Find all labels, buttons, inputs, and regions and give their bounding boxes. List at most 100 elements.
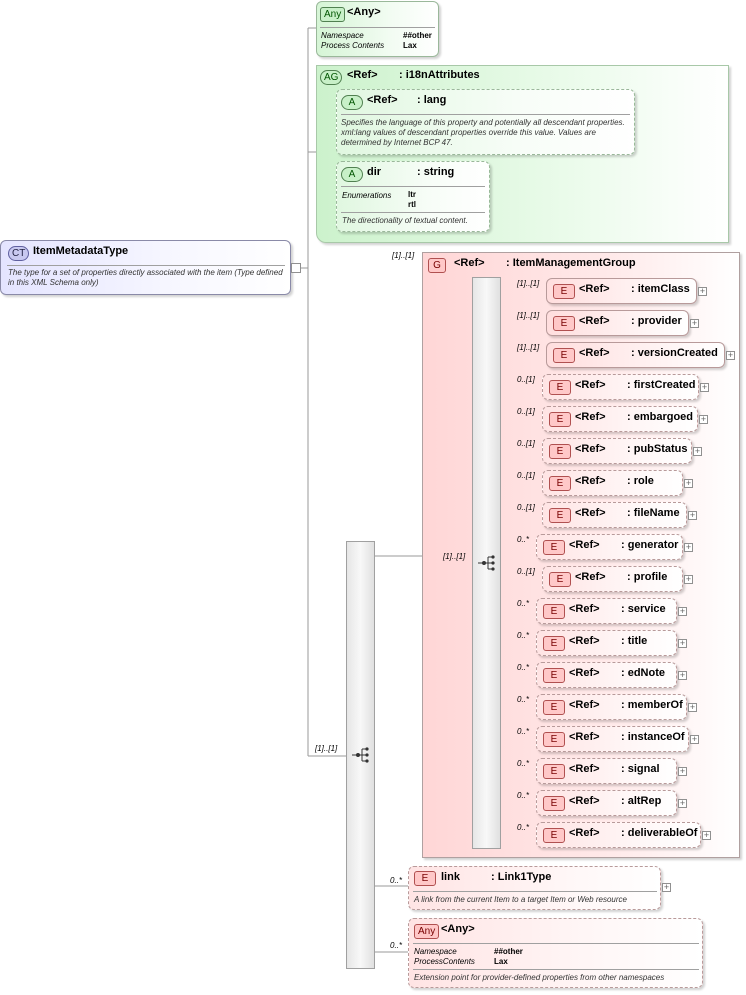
element-cardinality: 0..[1] [517, 375, 535, 384]
element-ref: <Ref> [575, 379, 606, 391]
element-badge: E [553, 316, 575, 331]
prop-label: Namespace [414, 947, 457, 956]
attribute-dir-description: The directionality of textual content. [342, 216, 468, 225]
element-file-name[interactable]: E <Ref> : fileName [542, 502, 687, 528]
complex-type-box[interactable]: CT ItemMetadataType The type for a set o… [0, 240, 291, 295]
prop-label: ProcessContents [414, 957, 475, 966]
element-badge: E [543, 700, 565, 715]
element-name: : pubStatus [627, 443, 688, 455]
any-element-box[interactable]: Any <Any> Namespace ##other Process Cont… [316, 1, 439, 57]
element-cardinality: 0..[1] [517, 503, 535, 512]
prop-value: ##other [494, 947, 523, 956]
expand-icon[interactable]: + [684, 542, 693, 552]
element-pub-status[interactable]: E <Ref> : pubStatus [542, 438, 692, 464]
expand-icon[interactable]: + [693, 446, 702, 456]
element-provider[interactable]: E <Ref> : provider [546, 310, 689, 336]
any-extension-box[interactable]: Any <Any> Namespace ##other ProcessConte… [408, 918, 703, 988]
element-badge: E [543, 764, 565, 779]
element-cardinality: 0..* [517, 695, 530, 704]
element-ed-note[interactable]: E <Ref> : edNote [536, 662, 677, 688]
expand-icon[interactable]: + [678, 670, 687, 680]
any-description: Extension point for provider-defined pro… [414, 973, 665, 982]
element-item-class[interactable]: E <Ref> : itemClass [546, 278, 697, 304]
element-service[interactable]: E <Ref> : service [536, 598, 677, 624]
element-cardinality: 0..* [517, 823, 530, 832]
element-cardinality: 0..[1] [517, 471, 535, 480]
element-cardinality: [1]..[1] [517, 311, 540, 320]
any-badge: Any [414, 924, 440, 939]
expand-icon[interactable]: + [684, 478, 693, 488]
element-name: : altRep [621, 795, 662, 807]
prop-value: Lax [494, 957, 508, 966]
element-badge: E [543, 828, 565, 843]
expand-icon[interactable]: + [678, 798, 687, 808]
expand-icon[interactable]: + [678, 638, 687, 648]
element-generator[interactable]: E <Ref> : generator [536, 534, 683, 560]
element-deliverable-of[interactable]: E <Ref> : deliverableOf [536, 822, 701, 848]
element-name: : versionCreated [631, 347, 718, 359]
element-name: : fileName [627, 507, 680, 519]
element-role[interactable]: E <Ref> : role [542, 470, 683, 496]
prop-value: ##other [403, 31, 432, 40]
element-title[interactable]: E <Ref> : title [536, 630, 677, 656]
attribute-lang-box[interactable]: A <Ref> : lang Specifies the language of… [336, 89, 635, 155]
separator [320, 27, 435, 28]
element-badge: E [553, 284, 575, 299]
element-profile[interactable]: E <Ref> : profile [542, 566, 683, 592]
element-ref: <Ref> [569, 603, 600, 615]
element-cardinality: 0..* [517, 631, 530, 640]
element-name: : provider [631, 315, 682, 327]
expand-icon[interactable]: + [702, 830, 711, 840]
expand-icon[interactable]: + [678, 606, 687, 616]
element-name: : signal [621, 763, 660, 775]
element-ref: <Ref> [575, 571, 606, 583]
element-name: : itemClass [631, 283, 690, 295]
expand-icon[interactable]: + [690, 734, 699, 744]
collapse-toggle-icon[interactable] [291, 263, 301, 273]
attribute-group-ref: <Ref> [347, 69, 378, 81]
sequence-icon [352, 747, 369, 763]
expand-icon[interactable]: + [699, 414, 708, 424]
element-badge: E [549, 444, 571, 459]
attribute-badge: A [341, 95, 363, 110]
link-type: : Link1Type [491, 871, 552, 883]
prop-label: Namespace [321, 31, 364, 40]
element-first-created[interactable]: E <Ref> : firstCreated [542, 374, 699, 400]
any-name: <Any> [441, 923, 475, 935]
element-badge: E [543, 604, 565, 619]
expand-icon[interactable]: + [698, 286, 707, 296]
element-cardinality: 0..* [517, 727, 530, 736]
element-badge: E [543, 732, 565, 747]
attribute-group-badge: AG [320, 70, 343, 85]
element-cardinality: [1]..[1] [517, 343, 540, 352]
element-embargoed[interactable]: E <Ref> : embargoed [542, 406, 698, 432]
element-cardinality: [1]..[1] [517, 279, 540, 288]
expand-icon[interactable]: + [684, 574, 693, 584]
sequence-icon [478, 555, 495, 571]
separator [341, 114, 630, 115]
expand-icon[interactable]: + [688, 510, 697, 520]
enum-value: ltr [408, 190, 416, 199]
any-badge: Any [320, 7, 346, 22]
attribute-dir-type: : string [417, 166, 455, 178]
element-instance-of[interactable]: E <Ref> : instanceOf [536, 726, 689, 752]
expand-icon[interactable]: + [726, 350, 735, 360]
expand-icon[interactable]: + [678, 766, 687, 776]
element-link[interactable]: E link : Link1Type A link from the curre… [408, 866, 661, 910]
expand-icon[interactable]: + [662, 882, 671, 892]
expand-icon[interactable]: + [700, 382, 709, 392]
expand-icon[interactable]: + [688, 702, 697, 712]
element-alt-rep[interactable]: E <Ref> : altRep [536, 790, 677, 816]
group-ref: <Ref> [454, 257, 485, 269]
element-cardinality: 0..* [517, 791, 530, 800]
element-member-of[interactable]: E <Ref> : memberOf [536, 694, 687, 720]
expand-icon[interactable]: + [690, 318, 699, 328]
attribute-dir-box[interactable]: A dir : string Enumerations ltr rtl The … [336, 161, 490, 232]
link-name: link [441, 871, 460, 883]
element-ref: <Ref> [579, 347, 610, 359]
element-signal[interactable]: E <Ref> : signal [536, 758, 677, 784]
separator [341, 212, 485, 213]
element-version-created[interactable]: E <Ref> : versionCreated [546, 342, 725, 368]
group-badge: G [428, 258, 446, 273]
element-ref: <Ref> [569, 667, 600, 679]
